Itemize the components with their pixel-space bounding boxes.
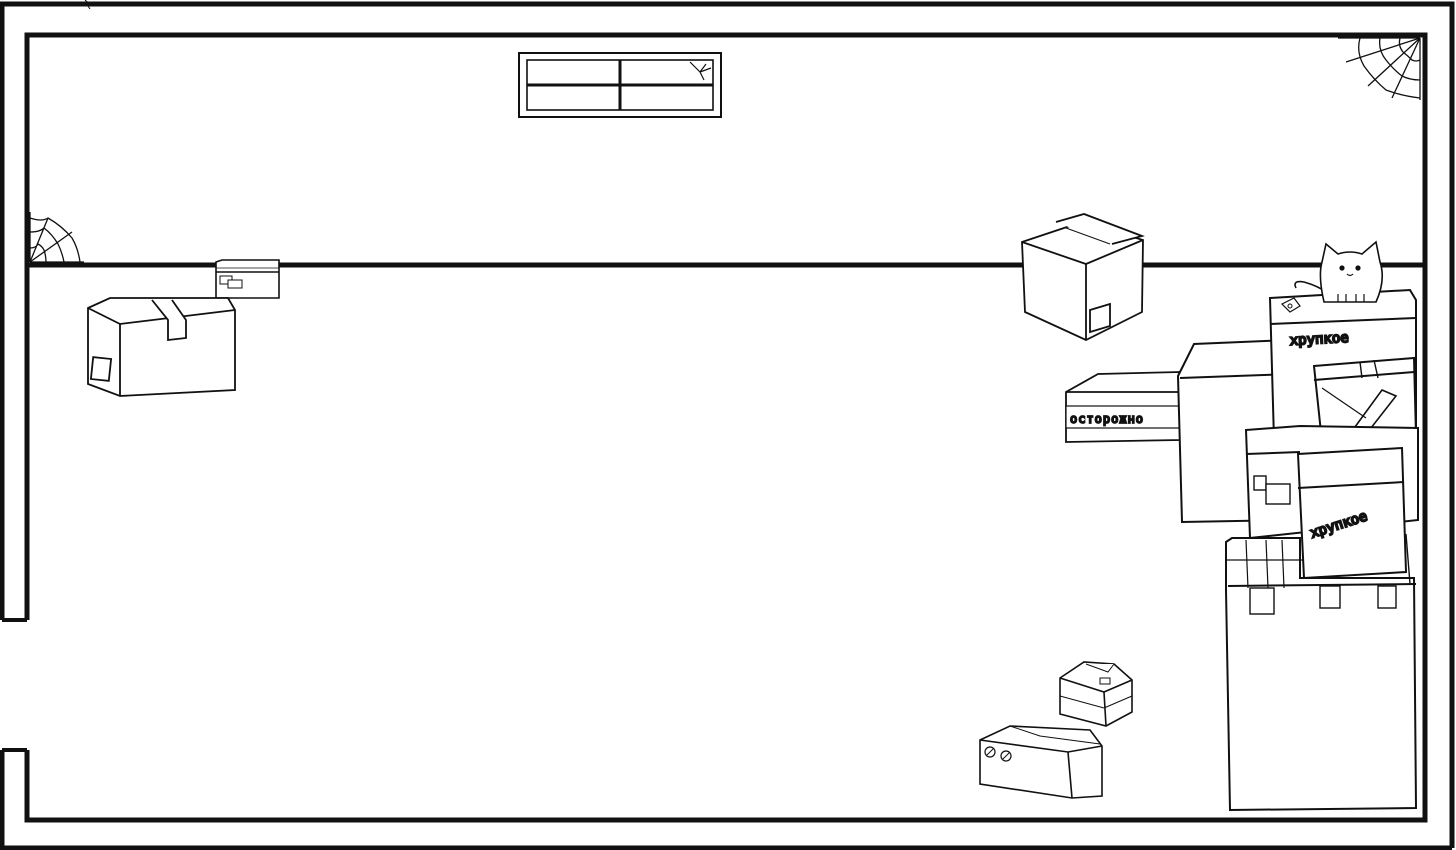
- spiderweb-icon: [29, 212, 84, 263]
- window-icon[interactable]: [518, 52, 722, 118]
- taped-box-left[interactable]: [87, 297, 236, 397]
- open-box-shelf[interactable]: [1021, 213, 1145, 341]
- small-stacked-box[interactable]: [1059, 661, 1133, 727]
- low-floor-box[interactable]: [979, 725, 1103, 799]
- room-inner-wall: [2, 32, 1428, 823]
- small-box-shelf[interactable]: [215, 259, 280, 299]
- box-fragile-top[interactable]: хрупкое: [1268, 288, 1418, 444]
- careful-label: осторожно: [1070, 412, 1144, 426]
- big-box-bottom[interactable]: [1225, 533, 1418, 812]
- cat-icon[interactable]: [1294, 240, 1384, 303]
- fragile-top-label: хрупкое: [1289, 330, 1349, 349]
- box-careful[interactable]: осторожно: [1065, 371, 1181, 443]
- box-fragile-lower[interactable]: хрупкое: [1296, 446, 1408, 580]
- spiderweb-icon: [1338, 37, 1421, 100]
